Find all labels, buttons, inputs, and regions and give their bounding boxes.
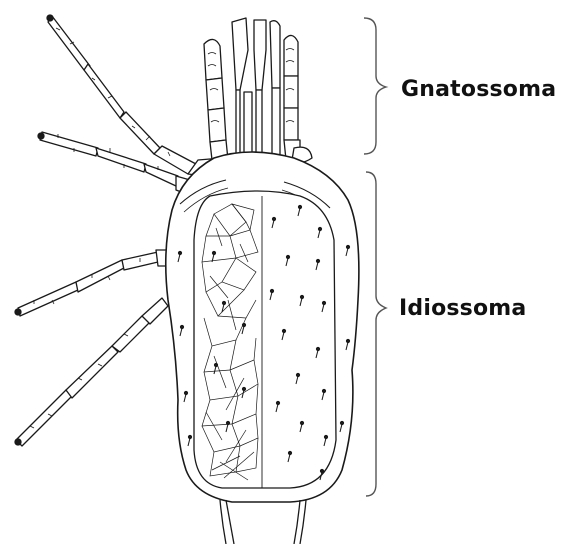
right-palp	[284, 35, 300, 160]
gnathosoma-label: Gnatossoma	[401, 79, 556, 101]
idiosoma	[166, 152, 359, 544]
idiosoma-bracket	[366, 172, 386, 496]
gnathosoma-bracket	[364, 18, 386, 154]
gnathosoma	[204, 18, 312, 163]
leg-2	[38, 132, 192, 196]
leg-4	[15, 298, 168, 446]
posterior-setae	[220, 500, 306, 544]
idiosoma-label: Idiossoma	[399, 298, 526, 320]
leg-3	[15, 250, 172, 316]
leg-1	[47, 15, 222, 178]
left-palp	[204, 39, 228, 160]
brackets	[364, 18, 386, 496]
chelicerae	[232, 18, 280, 156]
dorsal-shield	[194, 191, 336, 488]
